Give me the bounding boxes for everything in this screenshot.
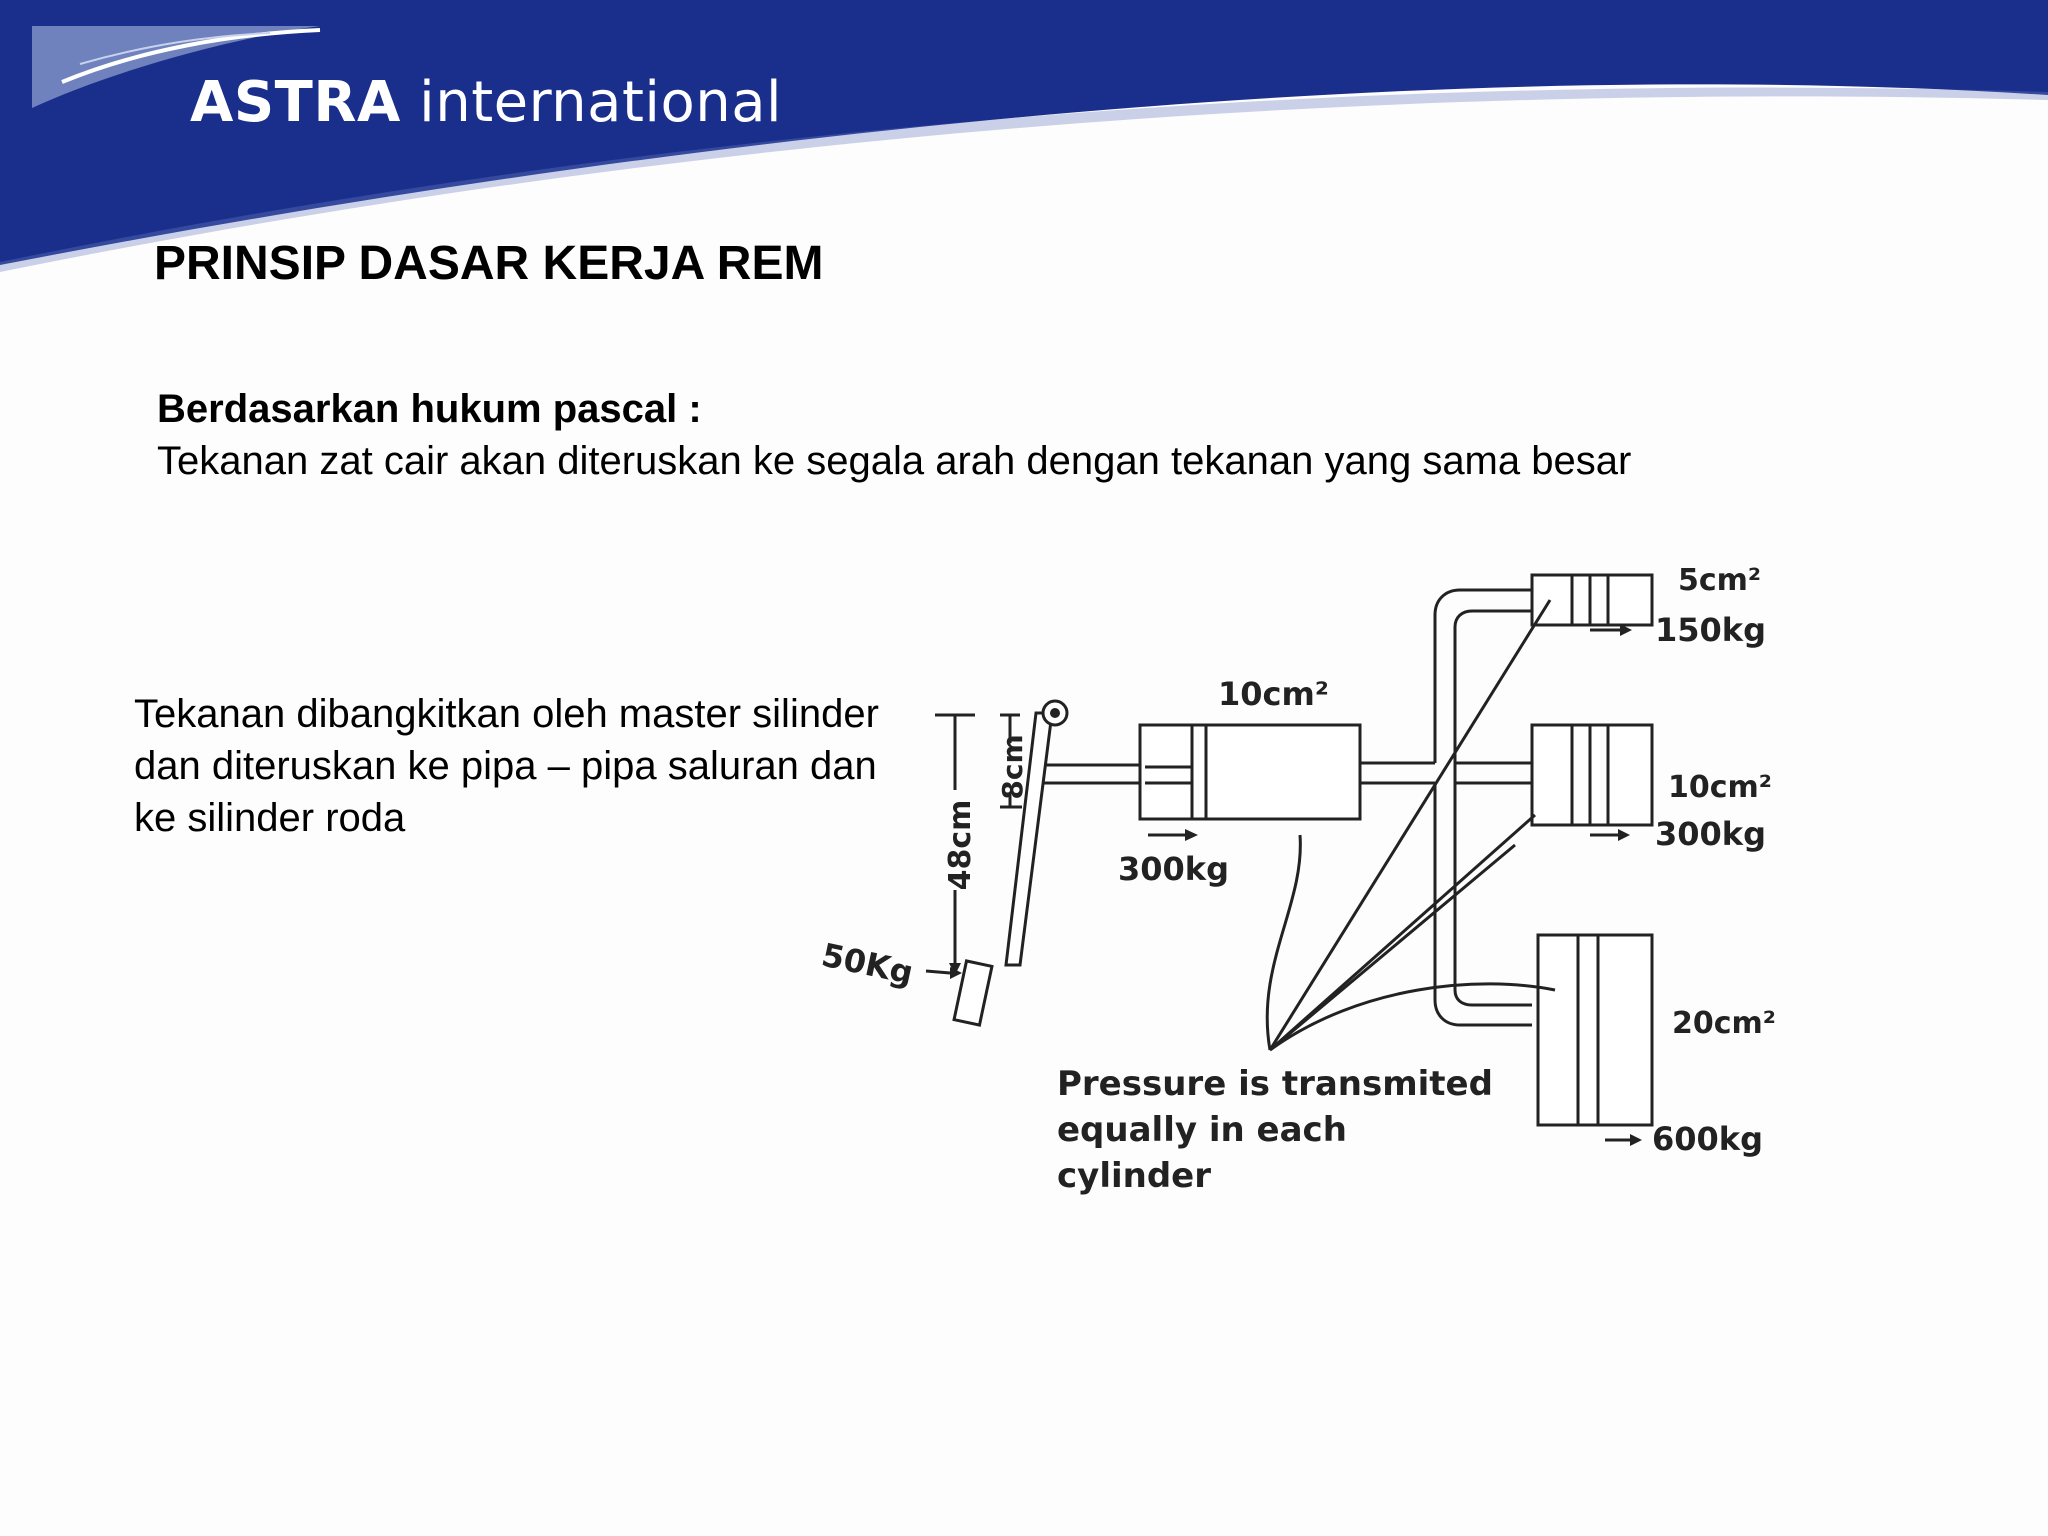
wheel-force-label: 150kg [1655,611,1766,649]
pedal-force-label: 50Kg [818,936,916,992]
side-description: Tekanan dibangkitkan oleh master silinde… [134,692,879,840]
master-force-label: 300kg [1118,850,1229,888]
master-cylinder [1138,723,1362,821]
logo-suffix: international [419,70,783,135]
pedal-pad [952,959,994,1027]
logo-brand: ASTRA [190,70,401,135]
pascal-heading: Berdasarkan hukum pascal : [157,387,702,431]
wheel-force-label: 600kg [1652,1120,1763,1158]
logo-swoosh-icon [32,26,321,108]
company-logo: ASTRA international [190,70,782,135]
pascal-law-block: Berdasarkan hukum pascal : Tekanan zat c… [157,383,1717,487]
caption-line: cylinder [1057,1156,1211,1196]
wheel-area-label: 20cm² [1672,1006,1776,1041]
lever-short-label: 8cm [996,734,1029,799]
caption-line: Pressure is transmited [1057,1064,1493,1104]
master-area-label: 10cm² [1218,675,1329,713]
wheel-cylinder-5 [1530,573,1654,627]
wheel-cylinder-20 [1536,933,1654,1127]
wheel-area-label: 10cm² [1668,770,1772,805]
pascal-body: Tekanan zat cair akan diteruskan ke sega… [157,439,1632,483]
lever-long-label: 48cm [943,800,978,891]
wheel-cylinder-10 [1530,723,1654,827]
wheel-force-label: 300kg [1655,815,1766,853]
page-title: PRINSIP DASAR KERJA REM [154,237,824,290]
header-banner [0,0,2048,272]
wheel-area-label: 5cm² [1678,563,1761,598]
brake-diagram: 50Kg 48cm 8cm 10cm² 300kg 5cm² 150kg 10c… [818,563,1776,1196]
caption-line: equally in each [1057,1110,1347,1150]
